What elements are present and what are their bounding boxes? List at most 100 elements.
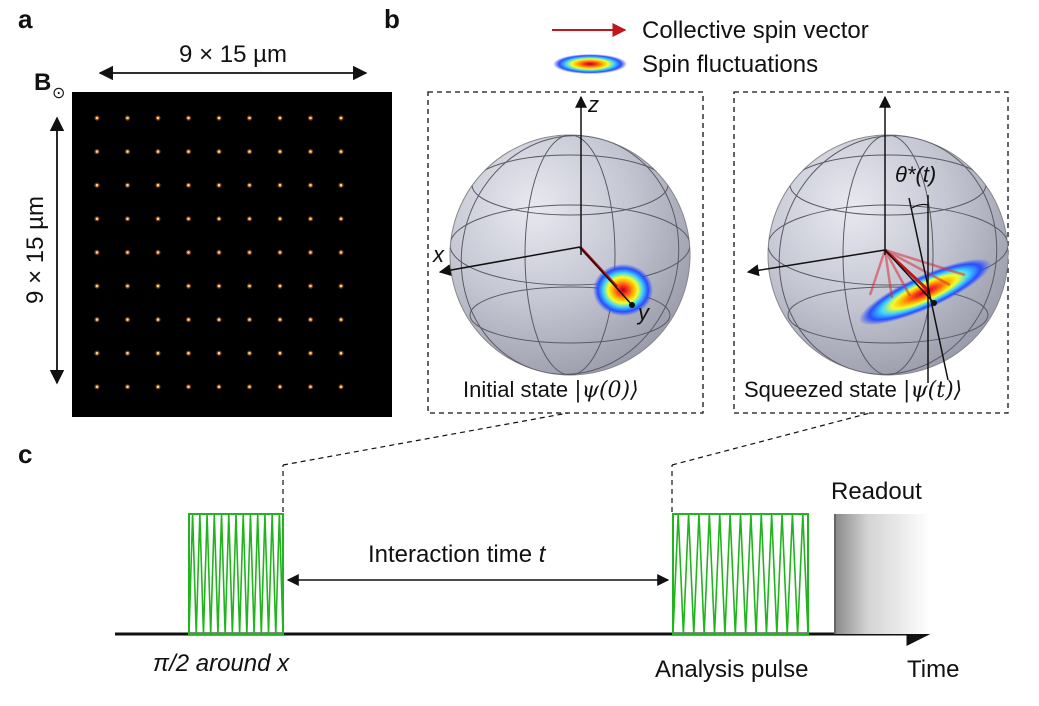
atom — [95, 116, 99, 120]
bloch-sphere-squeezed — [767, 134, 1009, 376]
atom — [126, 284, 129, 288]
atom — [309, 150, 312, 153]
pulse-oscillation — [188, 513, 284, 635]
atom — [278, 351, 282, 355]
y-axis-right — [884, 249, 935, 304]
atom — [248, 318, 251, 321]
interaction-label: Interaction time t — [368, 541, 547, 568]
atom — [126, 183, 129, 187]
initial-state-caption: Initial state |ψ(0)⟩ — [463, 377, 639, 403]
x-axis-right — [746, 249, 886, 277]
atom — [339, 351, 343, 355]
squeezed-spin-vector — [883, 248, 932, 294]
z-axis-label: z — [587, 92, 599, 117]
atom — [187, 251, 190, 254]
atom — [217, 116, 221, 120]
atom — [248, 385, 251, 389]
atom — [156, 284, 160, 288]
panel-label-b: b — [384, 4, 400, 34]
angle-arc — [911, 203, 929, 209]
atom — [248, 183, 251, 187]
pulse2-label: Analysis pulse — [655, 656, 808, 683]
pulse1-label: π/2 around x — [153, 650, 290, 677]
atom — [217, 351, 221, 355]
atom — [278, 116, 282, 120]
atom — [187, 217, 190, 221]
atom — [95, 351, 99, 355]
atom — [309, 284, 312, 288]
atom — [95, 150, 99, 153]
atom — [248, 351, 251, 355]
atom — [248, 116, 251, 120]
atom — [95, 217, 99, 221]
legend-fluctuations-label: Spin fluctuations — [642, 51, 818, 78]
atom — [278, 183, 282, 187]
atom — [217, 150, 221, 153]
atom — [95, 385, 99, 389]
atom — [156, 251, 160, 254]
angle-label: θ*(t) — [895, 162, 936, 187]
atom — [156, 183, 160, 187]
atom — [217, 284, 221, 288]
y-axis — [579, 246, 633, 306]
atom — [95, 318, 99, 321]
atom — [278, 150, 282, 153]
atom — [187, 116, 190, 120]
bloch-sphere-initial — [449, 134, 691, 376]
analysis-pulse — [672, 513, 809, 635]
atom — [187, 318, 190, 321]
fluorescence-image — [72, 92, 392, 417]
spin-vector-fan — [868, 248, 966, 299]
atom — [278, 217, 282, 221]
atom — [278, 284, 282, 288]
atom — [126, 385, 129, 389]
atom — [339, 251, 343, 254]
atom — [309, 318, 312, 321]
atom — [339, 284, 343, 288]
atom — [156, 318, 160, 321]
time-axis-label: Time — [907, 656, 959, 683]
y-axis-point — [629, 302, 635, 308]
pulse-oscillation — [672, 513, 809, 635]
atom — [95, 284, 99, 288]
atom — [187, 284, 190, 288]
atom — [339, 150, 343, 153]
panel-label-c: c — [18, 439, 32, 469]
legend-vector-label: Collective spin vector — [642, 17, 869, 44]
atom — [126, 116, 129, 120]
atom — [217, 318, 221, 321]
atom — [187, 150, 190, 153]
squeezing-axis — [908, 197, 949, 381]
zoom-connectors — [282, 412, 871, 512]
atom — [309, 116, 312, 120]
atom-array — [94, 115, 344, 390]
atom — [309, 217, 312, 221]
atom — [278, 318, 282, 321]
atom — [248, 284, 251, 288]
atom — [95, 183, 99, 187]
atom — [126, 351, 129, 355]
squeezed-state-caption: Squeezed state |ψ(t)⟩ — [744, 377, 962, 403]
atom — [278, 385, 282, 389]
atom — [339, 116, 343, 120]
x-axis-label: x — [432, 242, 445, 267]
atom — [187, 183, 190, 187]
atom — [187, 351, 190, 355]
atom — [278, 251, 282, 254]
atom — [339, 318, 343, 321]
atom — [309, 351, 312, 355]
atom — [126, 150, 129, 153]
readout-block — [835, 514, 930, 634]
atom — [156, 150, 160, 153]
atom — [217, 251, 221, 254]
atom — [126, 217, 129, 221]
atom — [309, 251, 312, 254]
atom — [156, 351, 160, 355]
height-label: 9 × 15 µm — [22, 196, 49, 304]
atom — [156, 116, 160, 120]
atom — [95, 251, 99, 254]
atom — [309, 385, 312, 389]
atom — [309, 183, 312, 187]
atom — [187, 385, 190, 389]
